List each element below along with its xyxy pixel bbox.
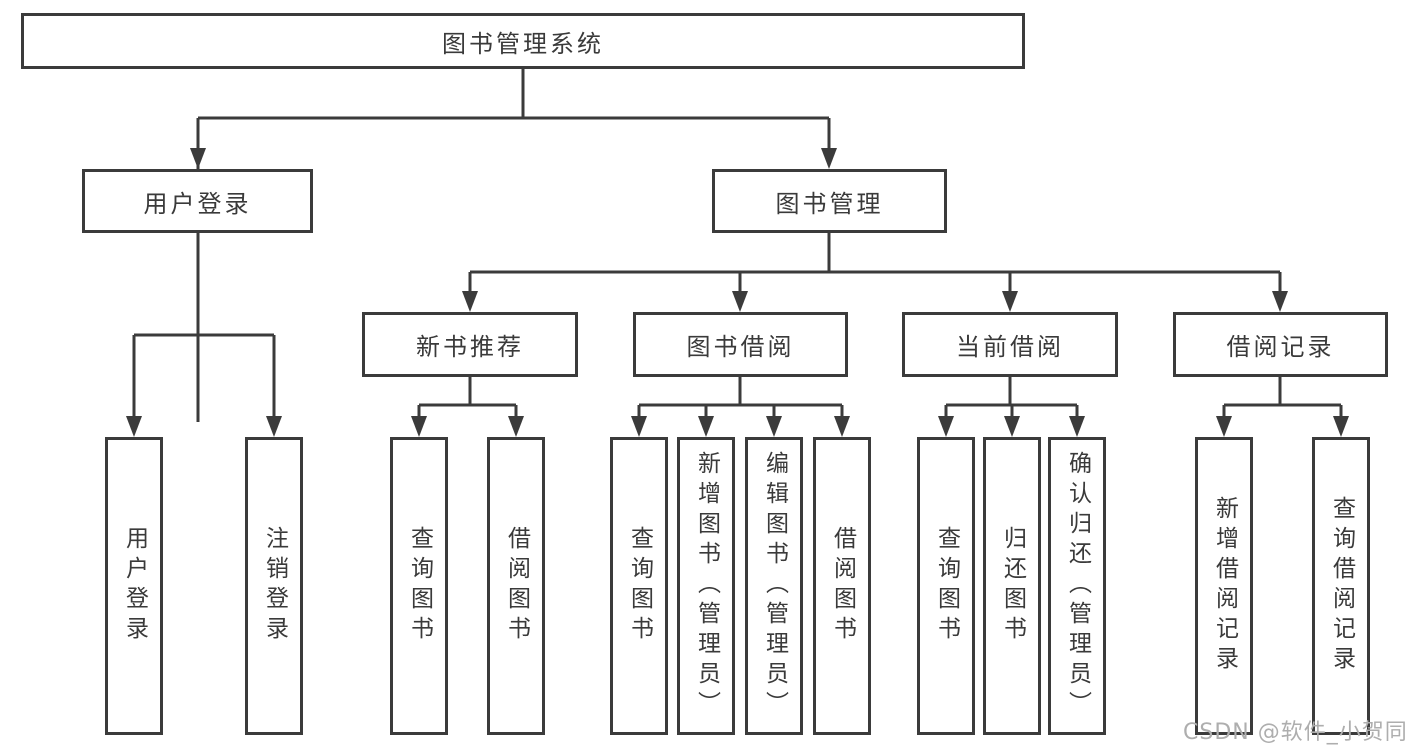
leaf-label: 查询图书 [406, 526, 433, 646]
arrow-down-icon [821, 148, 837, 169]
leaf-label: 借阅图书 [503, 526, 530, 646]
node-root: 图书管理系统 [21, 13, 1025, 69]
node-book-mgmt: 图书管理 [712, 169, 947, 233]
leaf-bb-borrow-books: 借阅图书 [813, 437, 871, 735]
connector-path [132, 233, 276, 420]
leaf-logout: 注销登录 [245, 437, 303, 735]
arrow-down-icon [698, 416, 714, 437]
connector-new-book-rec-to-leaves [411, 377, 524, 437]
arrow-down-icon [266, 416, 282, 437]
leaf-bb-query-books: 查询图书 [610, 437, 668, 735]
watermark: CSDN @软件_小贺同学 [1183, 720, 1405, 745]
arrow-down-icon [462, 291, 478, 312]
leaf-bb-edit-books-admin: 编辑图书（管理员） [745, 437, 803, 735]
leaf-label: 借阅图书 [829, 526, 856, 646]
arrow-down-icon [1069, 416, 1085, 437]
arrow-down-icon [1216, 416, 1232, 437]
arrow-down-icon [938, 416, 954, 437]
leaf-cb-query-books: 查询图书 [917, 437, 975, 735]
leaf-cb-return-books: 归还图书 [983, 437, 1041, 735]
leaf-label: 编辑图书（管理员） [761, 451, 788, 721]
leaf-label: 确认归还（管理员） [1064, 451, 1091, 721]
arrow-down-icon [834, 416, 850, 437]
leaf-label: 查询图书 [626, 526, 653, 646]
leaf-label: 归还图书 [999, 526, 1026, 646]
connector-current-borrow-to-leaves [938, 377, 1085, 437]
connector-book-borrow-to-leaves [631, 377, 850, 437]
arrow-down-icon [1002, 291, 1018, 312]
leaf-label: 查询借阅记录 [1328, 496, 1355, 676]
leaf-label: 新增借阅记录 [1211, 496, 1238, 676]
node-new-book-rec: 新书推荐 [362, 312, 578, 377]
node-current-borrow: 当前借阅 [902, 312, 1118, 377]
leaf-br-add-record: 新增借阅记录 [1195, 437, 1253, 735]
node-user-login: 用户登录 [82, 169, 313, 233]
connector-path [637, 377, 844, 420]
arrow-down-icon [190, 148, 206, 169]
connector-path [468, 233, 1282, 295]
leaf-label: 注销登录 [261, 526, 288, 646]
arrow-down-icon [126, 416, 142, 437]
arrow-down-icon [732, 291, 748, 312]
leaf-label: 用户登录 [121, 526, 148, 646]
connector-book-mgmt-to-level2 [462, 233, 1288, 312]
leaf-nbr-query-books: 查询图书 [390, 437, 448, 735]
connector-user-login-to-leaves [126, 233, 282, 437]
node-book-borrow: 图书借阅 [633, 312, 848, 377]
arrow-down-icon [1272, 291, 1288, 312]
connector-borrow-records-to-leaves [1216, 377, 1349, 437]
leaf-user-login: 用户登录 [105, 437, 163, 735]
leaf-nbr-borrow-books: 借阅图书 [487, 437, 545, 735]
leaf-label: 新增图书（管理员） [693, 451, 720, 721]
connector-path [417, 377, 518, 420]
arrow-down-icon [1333, 416, 1349, 437]
connector-path [944, 377, 1079, 420]
arrow-down-icon [508, 416, 524, 437]
arrow-down-icon [411, 416, 427, 437]
leaf-bb-add-books-admin: 新增图书（管理员） [677, 437, 735, 735]
node-borrow-records: 借阅记录 [1173, 312, 1388, 377]
arrow-down-icon [766, 416, 782, 437]
leaf-cb-confirm-return-admin: 确认归还（管理员） [1048, 437, 1106, 735]
leaf-br-query-record: 查询借阅记录 [1312, 437, 1370, 735]
arrow-down-icon [631, 416, 647, 437]
connector-path [1222, 377, 1343, 420]
leaf-label: 查询图书 [933, 526, 960, 646]
arrow-down-icon [1004, 416, 1020, 437]
